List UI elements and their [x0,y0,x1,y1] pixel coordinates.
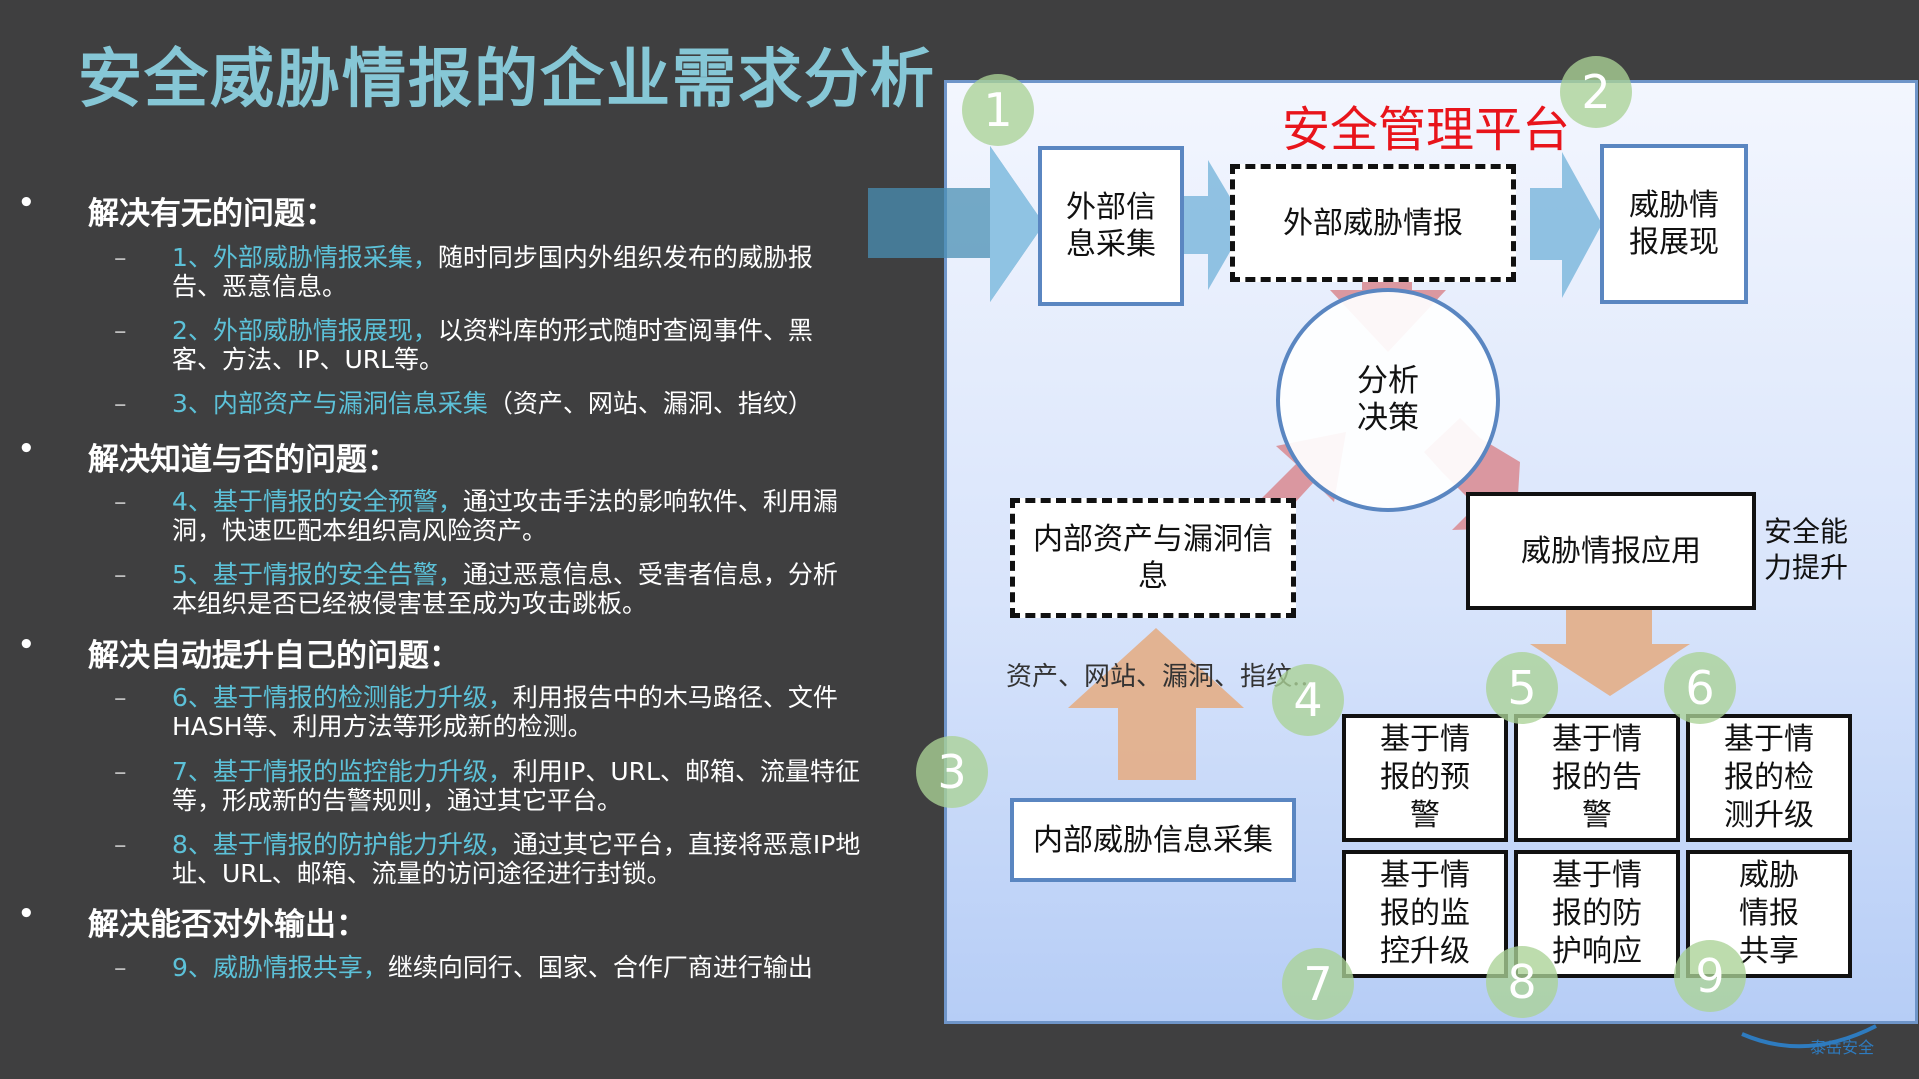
capability-monitor-box: 基于情报的监控升级 [1342,850,1508,978]
capability-alert-box: 基于情报的告警 [1514,714,1680,842]
intel-application-box: 威胁情报应用 [1466,492,1756,610]
page-title: 安全威胁情报的企业需求分析 [78,43,936,117]
step-badge: 1 [962,74,1034,146]
list-item: –4、基于情报的安全预警，通过攻击手法的影响软件、利用漏洞，快速匹配本组织高风险… [114,487,838,545]
analysis-decision-circle: 分析决策 [1276,288,1500,512]
internal-to-assets-arrow [1068,628,1244,780]
app-to-capabilities-arrow [1530,598,1690,696]
section-heading: •解决自动提升自己的问题： [18,630,460,674]
collect-to-intel-arrow [1184,160,1246,290]
capability-label: 安全能力提升 [1764,515,1849,584]
requirements-list: •解决有无的问题： –1、外部威胁情报采集，随时同步国内外组织发布的威胁报告、恶… [0,0,880,1079]
platform-title: 安全管理平台 [1282,102,1571,158]
inbound-arrow-light [990,146,1044,302]
list-item: –3、内部资产与漏洞信息采集（资产、网站、漏洞、指纹） [114,389,813,418]
step-badge: 6 [1664,652,1736,724]
list-item: –7、基于情报的监控能力升级，利用IP、URL、邮箱、流量特征等，形成新的告警规… [114,757,860,815]
section-heading: •解决知道与否的问题： [18,434,398,478]
list-item: –5、基于情报的安全告警，通过恶意信息、受害者信息，分析本组织是否已经被侵害甚至… [114,560,838,618]
step-badge: 8 [1486,946,1558,1018]
internal-assets-box: 内部资产与漏洞信息 [1010,498,1296,618]
section-heading: •解决能否对外输出： [18,899,367,943]
assets-note: 资产、网站、漏洞、指纹... [1006,662,1317,692]
logo-swoosh-icon [1741,1024,1877,1049]
intel-display-box: 威胁情报展现 [1600,144,1748,304]
internal-collection-box: 内部威胁信息采集 [1010,798,1296,882]
list-item: –6、基于情报的检测能力升级，利用报告中的木马路径、文件HASH等、利用方法等形… [114,683,838,741]
section-heading: •解决有无的问题： [18,188,336,232]
capability-warning-box: 基于情报的预警 [1342,714,1508,842]
external-intel-box: 外部威胁情报 [1230,164,1516,282]
step-badge: 7 [1282,948,1354,1020]
step-badge: 5 [1486,652,1558,724]
list-item: –9、威胁情报共享，继续向同行、国家、合作厂商进行输出 [114,953,813,982]
external-collection-box: 外部信息采集 [1038,146,1184,306]
step-badge: 9 [1674,940,1746,1012]
list-item: –2、外部威胁情报展现，以资料库的形式随时查阅事件、黑客、方法、IP、URL等。 [114,316,813,374]
capability-share-box: 威胁情报共享 [1686,850,1852,978]
step-badge: 4 [1272,664,1344,736]
list-item: –8、基于情报的防护能力升级，通过其它平台，直接将恶意IP地址、URL、邮箱、流… [114,830,861,888]
step-badge: 2 [1560,56,1632,128]
capability-detection-box: 基于情报的检测升级 [1686,714,1852,842]
step-badge: 3 [916,736,988,808]
company-logo: 泰岳安全 [1736,1004,1886,1057]
list-item: –1、外部威胁情报采集，随时同步国内外组织发布的威胁报告、恶意信息。 [114,243,813,301]
intel-to-display-arrow [1530,152,1602,298]
